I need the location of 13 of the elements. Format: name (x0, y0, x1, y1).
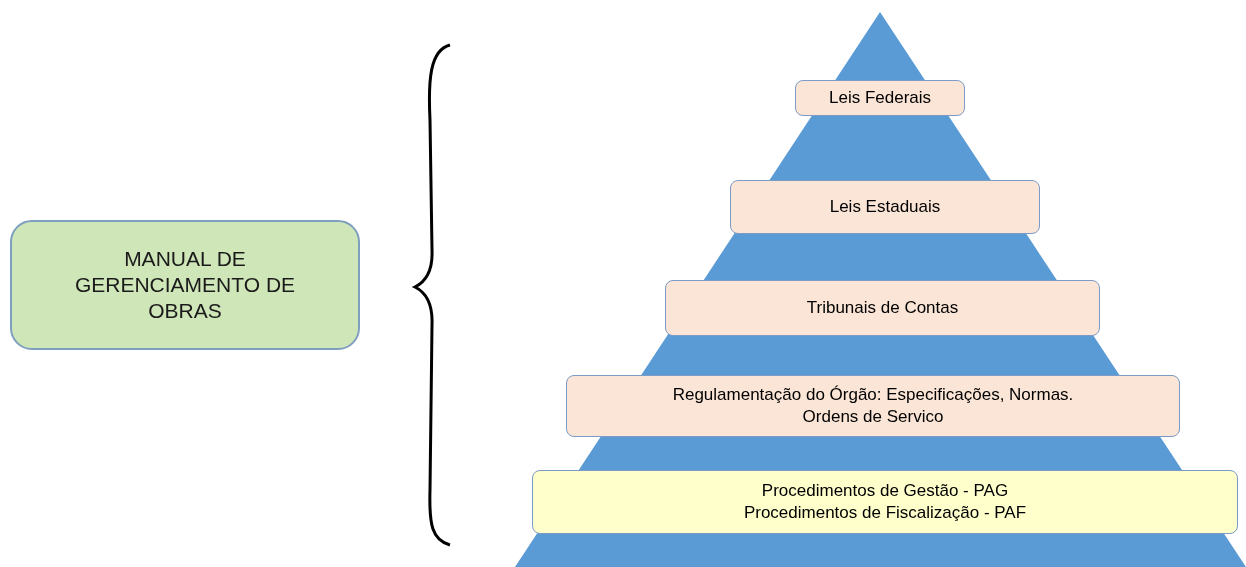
box-text: Regulamentação do Órgão: Especificações, Normas. Ordens de Servico (671, 384, 1075, 428)
pyramid-level-box (566, 375, 1180, 437)
box-text: Leis Estaduais (829, 196, 941, 218)
box-text: Procedimentos de Fiscalização - PAF (743, 502, 1027, 524)
pyramid-level-box (730, 180, 1040, 234)
box-text: Tribunais de Contas (806, 297, 959, 319)
manual-box (10, 220, 360, 350)
box-text: Procedimentos de Gestão - PAG (761, 480, 1009, 502)
pyramid-level-box (532, 470, 1238, 534)
pyramid-level-box (795, 80, 965, 116)
pyramid-level-box (665, 280, 1100, 336)
box-text: MANUAL DE GERENCIAMENTO DE OBRAS (73, 246, 297, 324)
box-text: Leis Federais (828, 87, 932, 109)
